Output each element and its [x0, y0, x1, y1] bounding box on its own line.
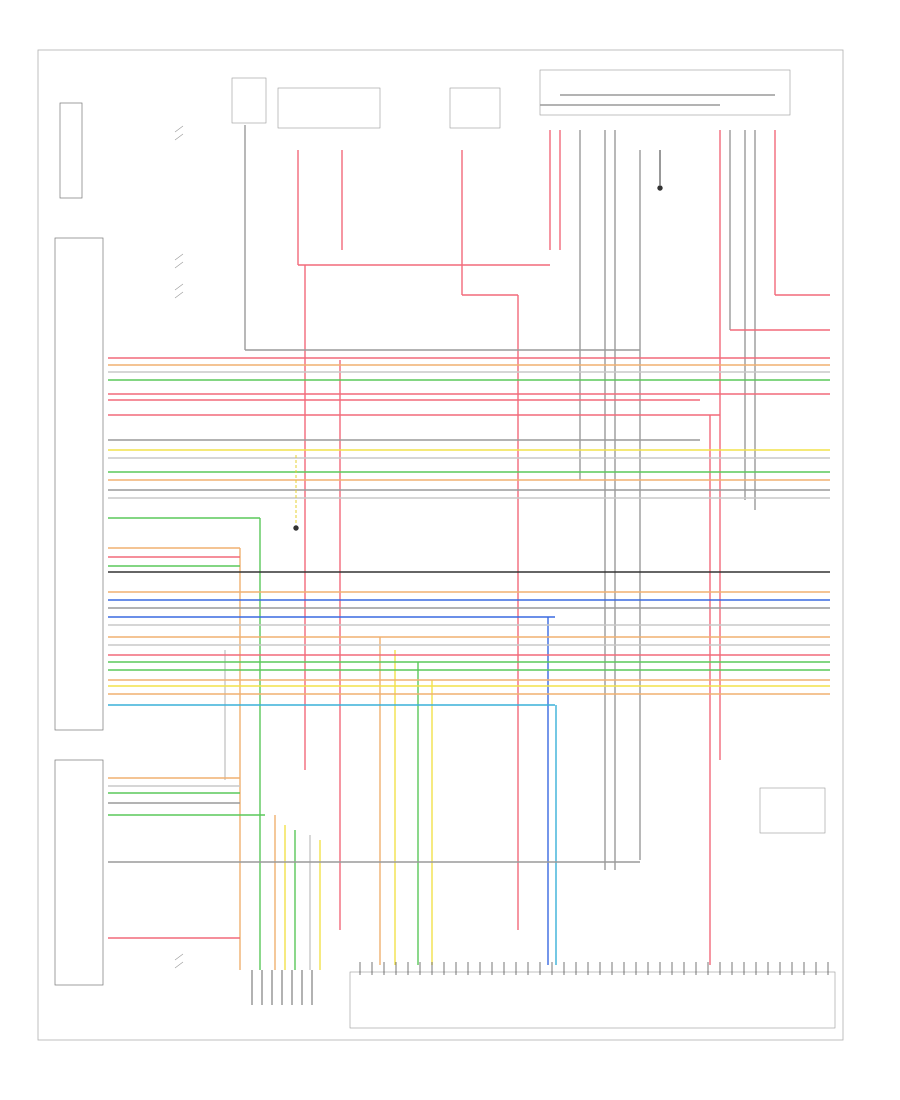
ground-node-top — [657, 185, 663, 191]
switch-symbols — [174, 125, 184, 969]
left-components — [54, 102, 104, 986]
top-components — [231, 69, 836, 1029]
component-box-fuse-3 — [449, 87, 501, 129]
component-box-bcm — [54, 237, 104, 731]
component-box-fuse-1 — [231, 77, 267, 124]
component-box-top-left — [59, 102, 83, 199]
component-box-relay-block — [539, 69, 791, 116]
ground-node-mid — [293, 525, 299, 531]
ground-symbols — [293, 150, 663, 531]
diagram-border — [37, 49, 844, 1041]
vertical-wires — [224, 94, 830, 970]
horizontal-wires — [108, 357, 830, 939]
component-box-right-switch — [759, 787, 826, 834]
component-box-lower-left — [54, 759, 104, 986]
connector-pins — [251, 962, 829, 1005]
component-box-bottom-connector — [349, 971, 836, 1029]
component-box-fuse-2 — [277, 87, 381, 129]
